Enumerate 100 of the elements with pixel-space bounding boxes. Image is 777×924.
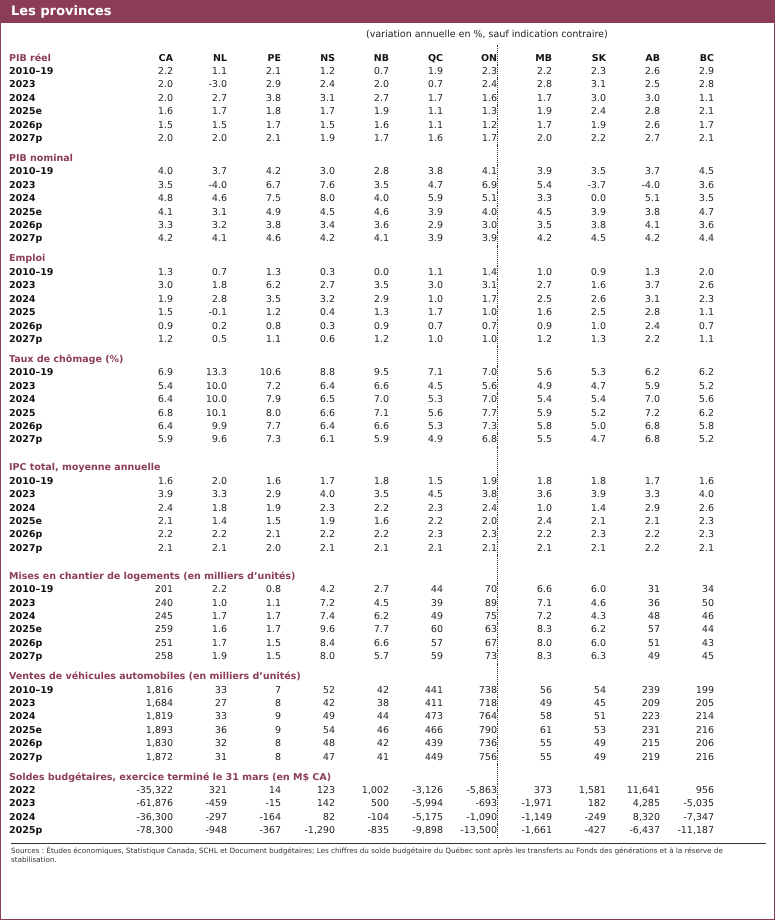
data-value: 2.0: [372, 78, 389, 92]
data-value: 1.9: [498, 105, 552, 119]
data-value: 0.3: [318, 266, 335, 280]
data-value: 2.1: [210, 542, 227, 556]
row-label: 2025e: [9, 623, 43, 637]
data-value: 9.5: [372, 366, 389, 380]
data-value: 0.8: [264, 320, 281, 333]
data-value: 6.2: [264, 279, 281, 293]
section-heading: IPC total, moyenne annuelle: [9, 446, 498, 475]
data-value: 0.3: [318, 320, 335, 333]
data-value: 5.7: [372, 650, 389, 664]
data-value: 6.0: [590, 583, 606, 597]
data-value: 1.2: [498, 332, 552, 346]
data-value: 2.8: [210, 292, 227, 306]
data-value: 7.1: [372, 406, 389, 420]
data-value: 3.5: [264, 292, 281, 306]
data-value: 3.0: [318, 165, 335, 179]
data-value: 38: [376, 697, 389, 710]
data-value: 4.2: [318, 232, 335, 246]
data-value: 51: [646, 636, 660, 650]
data-value: 3.5: [590, 165, 606, 179]
data-value: 1.5: [264, 636, 281, 650]
data-value: 4.2: [156, 232, 173, 246]
data-value: 1,872: [144, 750, 173, 764]
data-value: 3.2: [210, 219, 227, 232]
data-value: -35,322: [135, 784, 173, 798]
data-value: 1.5: [426, 474, 443, 488]
column-header: NL: [173, 45, 227, 65]
data-value: 790: [478, 724, 498, 738]
data-value: 9: [274, 724, 281, 738]
row-label: 2026p: [9, 118, 44, 132]
data-value: 2.0: [156, 78, 173, 92]
row-label: 2025e: [9, 206, 43, 220]
data-value: 3.9: [480, 232, 498, 246]
data-value: 4.1: [644, 219, 660, 232]
data-value: 3.7: [644, 279, 660, 293]
data-value: 1.1: [426, 266, 443, 280]
data-value: 3.1: [210, 206, 227, 220]
data-value: 1.5: [264, 650, 281, 664]
data-value: 1.7: [498, 92, 552, 106]
data-value: 4.0: [698, 488, 714, 502]
data-value: 6.6: [318, 406, 335, 420]
data-value: 49: [430, 610, 443, 624]
data-value: 473: [424, 710, 443, 724]
data-value: 231: [640, 724, 660, 738]
data-value: 7.0: [480, 366, 498, 380]
data-value: 1.9: [210, 650, 227, 664]
data-value: 6.4: [156, 393, 173, 407]
data-value: -5,994: [411, 797, 443, 811]
data-value: 2.4: [318, 78, 335, 92]
data-value: 1.9: [426, 65, 443, 78]
data-value: 1.8: [590, 474, 606, 488]
data-value: 0.5: [210, 332, 227, 346]
data-value: -297: [204, 810, 227, 824]
data-value: 5.6: [480, 380, 498, 394]
data-value: 0.6: [318, 332, 335, 346]
data-value: 7.2: [264, 380, 281, 394]
column-header: MB: [498, 45, 552, 65]
data-value: 6.4: [318, 420, 335, 434]
data-value: 7.0: [480, 393, 498, 407]
data-value: 2.7: [372, 92, 389, 106]
data-value: 4.3: [590, 610, 606, 624]
data-value: 8.8: [318, 366, 335, 380]
data-value: 0.9: [372, 320, 389, 333]
data-value: -36,300: [135, 810, 173, 824]
row-label: 2027p: [9, 650, 44, 664]
data-value: 6.2: [372, 610, 389, 624]
data-value: 5.6: [498, 366, 552, 380]
data-value: 2.6: [644, 118, 660, 132]
column-header: NB: [372, 52, 389, 65]
data-value: 1.1: [698, 92, 714, 106]
data-value: 6.2: [698, 366, 714, 380]
data-value: 4.5: [498, 206, 552, 220]
data-value: 5.3: [426, 420, 443, 434]
data-value: 2.7: [644, 132, 660, 146]
data-value: 8.3: [498, 650, 552, 664]
data-value: 7.2: [644, 406, 660, 420]
data-value: 1.0: [480, 332, 498, 346]
data-value: 54: [592, 684, 606, 698]
row-label: 2023: [9, 279, 36, 293]
data-value: -61,876: [135, 797, 173, 811]
data-value: 1,893: [144, 724, 173, 738]
data-value: 8.0: [264, 406, 281, 420]
row-label: 2027p: [9, 232, 44, 246]
section-heading: Mises en chantier de logements (en milliers d’unités): [9, 555, 498, 584]
data-value: 0.7: [426, 78, 443, 92]
data-value: -1,971: [498, 797, 552, 811]
data-value: -693: [474, 797, 498, 811]
data-value: 34: [700, 583, 714, 597]
data-value: -13,500: [459, 824, 498, 838]
data-value: 2.8: [372, 165, 389, 179]
data-value: 4.7: [590, 380, 606, 394]
data-value: 2.2: [590, 132, 606, 146]
data-value: -15: [264, 797, 281, 811]
data-value: 1.7: [264, 623, 281, 637]
data-value: 4.0: [372, 192, 389, 206]
data-value: 3.8: [426, 165, 443, 179]
data-value: 4.2: [644, 232, 660, 246]
data-value: 0.7: [210, 266, 227, 280]
data-value: 5.3: [590, 366, 606, 380]
